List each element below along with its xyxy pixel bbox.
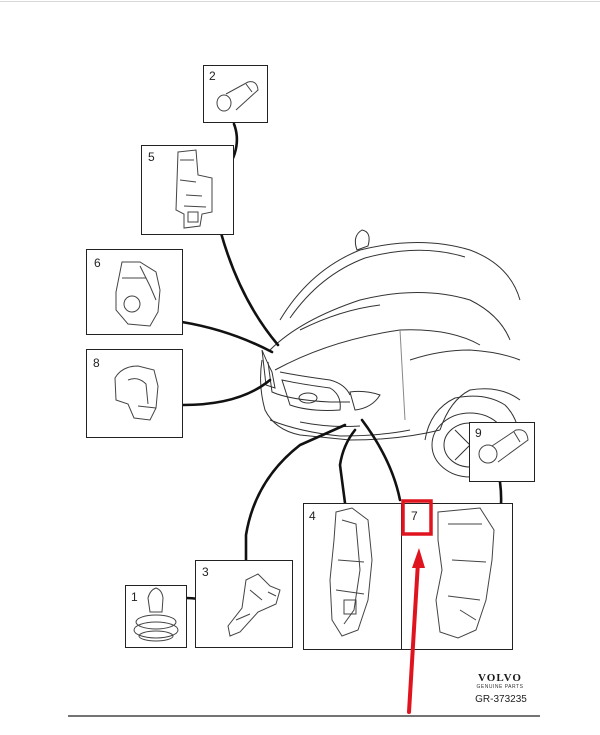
leader-7 (360, 418, 402, 502)
callout-number-9: 9 (475, 426, 482, 440)
leader-3 (244, 423, 347, 562)
callout-number-6: 6 (94, 256, 101, 270)
leader-8 (181, 378, 272, 407)
callout-number-4: 4 (309, 509, 316, 523)
callout-number-5: 5 (148, 150, 155, 164)
brand-logo: VOLVO (478, 672, 522, 684)
leader-6 (180, 320, 274, 354)
callout-number-2: 2 (209, 69, 216, 83)
callout-box-8 (86, 349, 183, 438)
callout-number-1: 1 (131, 590, 138, 604)
callout-number-3: 3 (202, 565, 209, 579)
top-divider (0, 1, 600, 2)
callout-box-3 (195, 560, 293, 648)
callout-box-7 (402, 503, 513, 650)
callout-number-7: 7 (411, 509, 418, 523)
callout-box-4 (303, 503, 402, 650)
callout-number-8: 8 (93, 356, 100, 370)
leader-4 (338, 428, 357, 505)
leader-5 (219, 231, 280, 347)
reference-code: GR-373235 (475, 694, 527, 705)
brand-tagline: GENUINE PARTS (476, 684, 524, 690)
